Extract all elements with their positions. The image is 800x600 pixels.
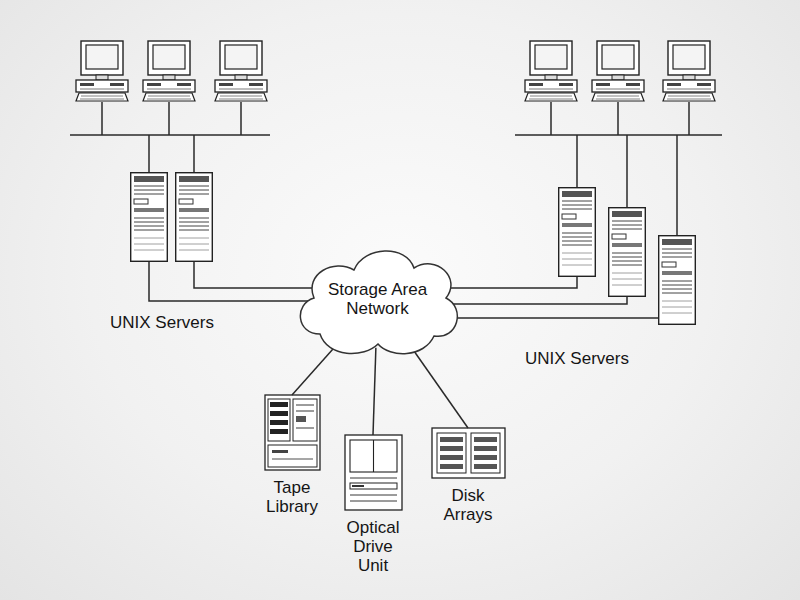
group-label: UNIX Servers [110,313,214,332]
workstation-icon [143,41,195,101]
san-link [373,348,376,435]
server-tower [131,173,168,262]
network-cloud: Storage Area Network [290,238,465,360]
group-label: UNIX Servers [525,349,629,368]
server-tower [176,173,213,262]
tape-library-icon [265,395,320,470]
workstation-icon [215,41,267,101]
cloud-label: Storage Area Network [317,280,439,318]
storage-device: Optical Drive Unit [343,435,404,575]
storage-device: Disk Arrays [430,428,507,524]
disk-array-icon [432,428,505,478]
device-label: Tape Library [263,478,322,516]
server-tower [559,188,596,277]
workstations [76,41,715,101]
san-link [409,343,468,428]
workstation-icon [592,41,644,101]
storage-device: Tape Library [263,395,322,516]
workstation-icon [76,41,128,101]
device-label: Optical Drive Unit [343,518,404,575]
server-tower [609,208,646,297]
server-tower [659,236,696,325]
workstation-icon [663,41,715,101]
device-label: Disk Arrays [430,486,507,524]
optical-drive-icon [345,435,402,510]
workstation-icon [525,41,577,101]
network-wires [70,102,722,318]
